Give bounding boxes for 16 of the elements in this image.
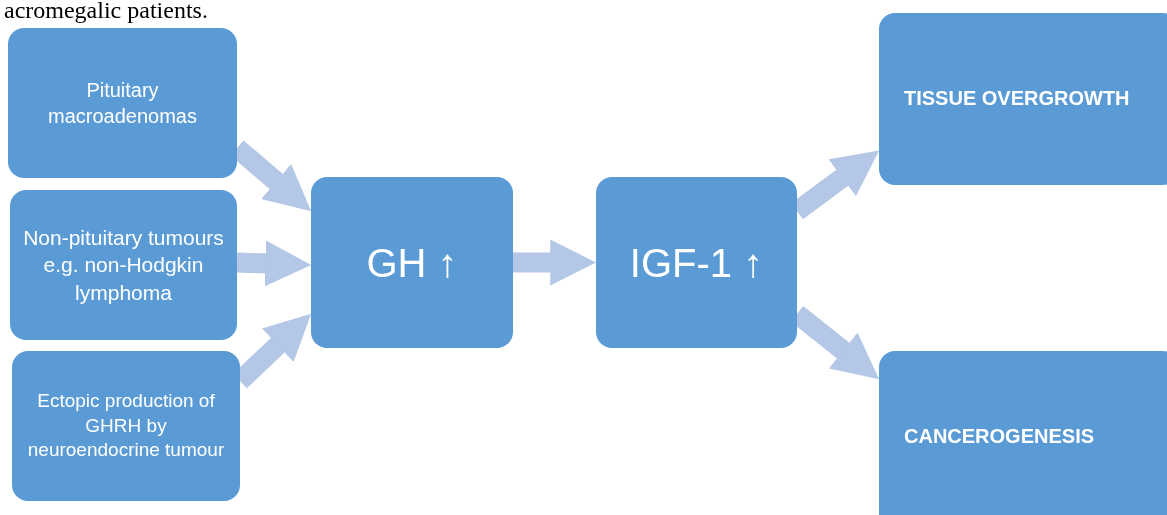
box-label: CANCEROGENESIS xyxy=(904,424,1095,449)
arrow xyxy=(236,240,312,287)
box-label: Non-pituitary tumours e.g. non-Hodgkin lymphoma xyxy=(22,225,225,306)
arrow xyxy=(513,239,597,286)
box-label: GH ↑ xyxy=(366,239,458,287)
box-label: Ectopic production of GHRH by neuroendocrine tumour xyxy=(26,388,226,463)
process-box xyxy=(596,177,797,348)
process-box xyxy=(311,177,513,348)
process-box xyxy=(879,351,1167,515)
process-box xyxy=(879,13,1167,185)
box-label: TISSUE OVERGROWTH xyxy=(904,86,1130,111)
box-label: IGF-1 ↑ xyxy=(629,239,764,287)
process-box xyxy=(10,190,237,340)
process-box xyxy=(12,351,240,501)
box-label: Pituitary macroadenomas xyxy=(47,78,198,129)
process-box xyxy=(8,28,237,178)
